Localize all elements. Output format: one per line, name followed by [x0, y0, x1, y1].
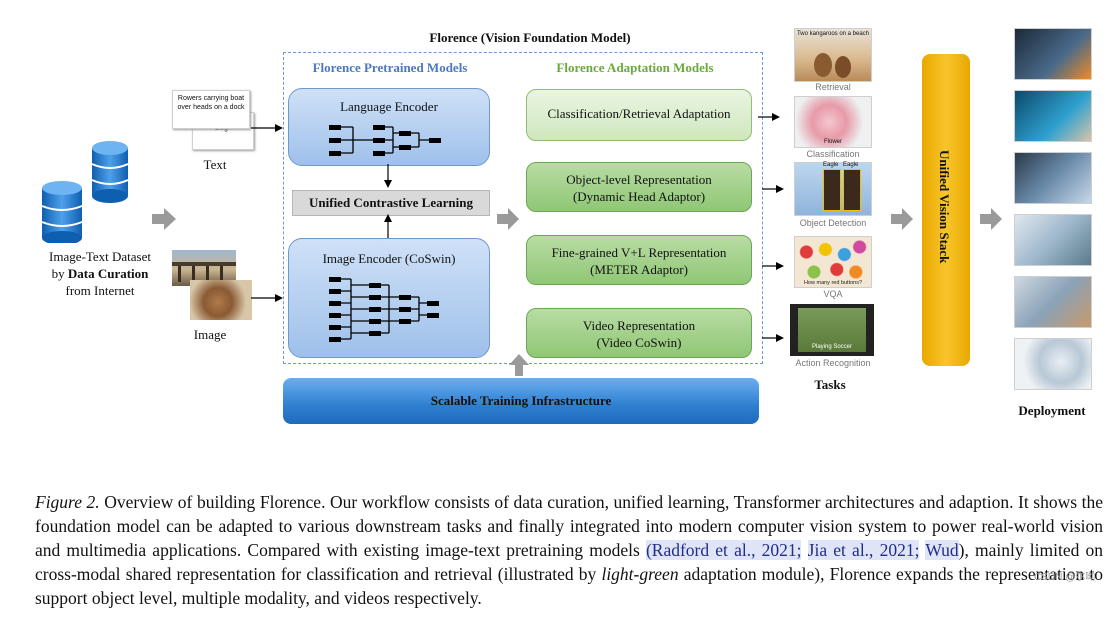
task-object-detection: Eagle Eagle Object Detection: [794, 162, 872, 228]
deployment-photo-robot: [1014, 338, 1092, 390]
pretrained-header: Florence Pretrained Models: [312, 60, 468, 75]
unified-vision-stack-bar: Unified Vision Stack: [922, 54, 970, 366]
arrow-icon: [762, 330, 784, 348]
deployment-photo-ar: [1014, 90, 1092, 142]
gray-arrow-icon: [891, 208, 913, 235]
deployment-photo-lab: [1014, 214, 1092, 266]
scalable-training-infrastructure-bar: Scalable Training Infrastructure: [283, 378, 759, 424]
adaptation-box-classification-retrieval: Classification/Retrieval Adaptation: [526, 89, 752, 141]
arrow-icon: [383, 214, 393, 243]
citation-wud[interactable]: Wud: [925, 540, 959, 560]
task-retrieval: Two kangaroos on a beach Retrieval: [794, 28, 872, 92]
deployment-photo-video-call: [1014, 152, 1092, 204]
text-label: Text: [203, 157, 227, 172]
database-icon: [38, 138, 158, 245]
figure-title: Florence (Vision Foundation Model): [429, 30, 631, 45]
gray-arrow-up-icon: [509, 354, 529, 381]
image-label: Image: [193, 327, 227, 342]
arrow-icon: [251, 120, 283, 138]
arrow-icon: [758, 109, 780, 127]
citation-jia[interactable]: Jia et al., 2021;: [807, 540, 920, 560]
adaptation-box-video: Video Representation (Video CoSwin): [526, 308, 752, 358]
deployment-title: Deployment: [1018, 403, 1086, 418]
adaptation-box-fine-grained: Fine-grained V+L Representation (METER A…: [526, 235, 752, 285]
arrow-icon: [762, 258, 784, 276]
image-encoder-box: Image Encoder (CoSwin): [288, 238, 490, 358]
gray-arrow-icon: [980, 208, 1002, 235]
dataset-label: Image-Text Dataset by Data Curation from…: [49, 249, 151, 298]
gray-arrow-icon: [152, 208, 176, 235]
adaptation-header: Florence Adaptation Models: [556, 60, 714, 75]
gray-arrow-icon: [497, 208, 519, 235]
arrow-icon: [762, 181, 784, 199]
task-action-recognition: Playing Soccer Action Recognition: [788, 304, 878, 370]
unified-contrastive-learning-box: Unified Contrastive Learning: [292, 190, 490, 216]
tasks-title: Tasks: [814, 377, 846, 392]
deployment-photo-industrial: [1014, 28, 1092, 80]
figure-label: Figure 2.: [35, 492, 100, 512]
task-vqa: How many red buttons? VQA: [794, 236, 872, 299]
text-card: Rowers carrying boat over heads on a doc…: [172, 90, 250, 129]
deployment-photo-warehouse: [1014, 276, 1092, 328]
figure-caption: Figure 2. Overview of building Florence.…: [35, 492, 1104, 608]
language-encoder-box: Language Encoder: [288, 88, 490, 166]
watermark: CSDN @尔呦: [1034, 572, 1096, 583]
dog-photo: [190, 280, 252, 320]
citation-radford[interactable]: (Radford et al., 2021;: [645, 540, 802, 560]
transformer-block-icon: [329, 125, 441, 156]
arrow-icon: [383, 164, 393, 193]
task-classification: Flower Classification: [794, 96, 872, 159]
transformer-block-icon: [329, 277, 439, 342]
arrow-icon: [251, 290, 283, 308]
adaptation-box-object-level: Object-level Representation (Dynamic Hea…: [526, 162, 752, 212]
